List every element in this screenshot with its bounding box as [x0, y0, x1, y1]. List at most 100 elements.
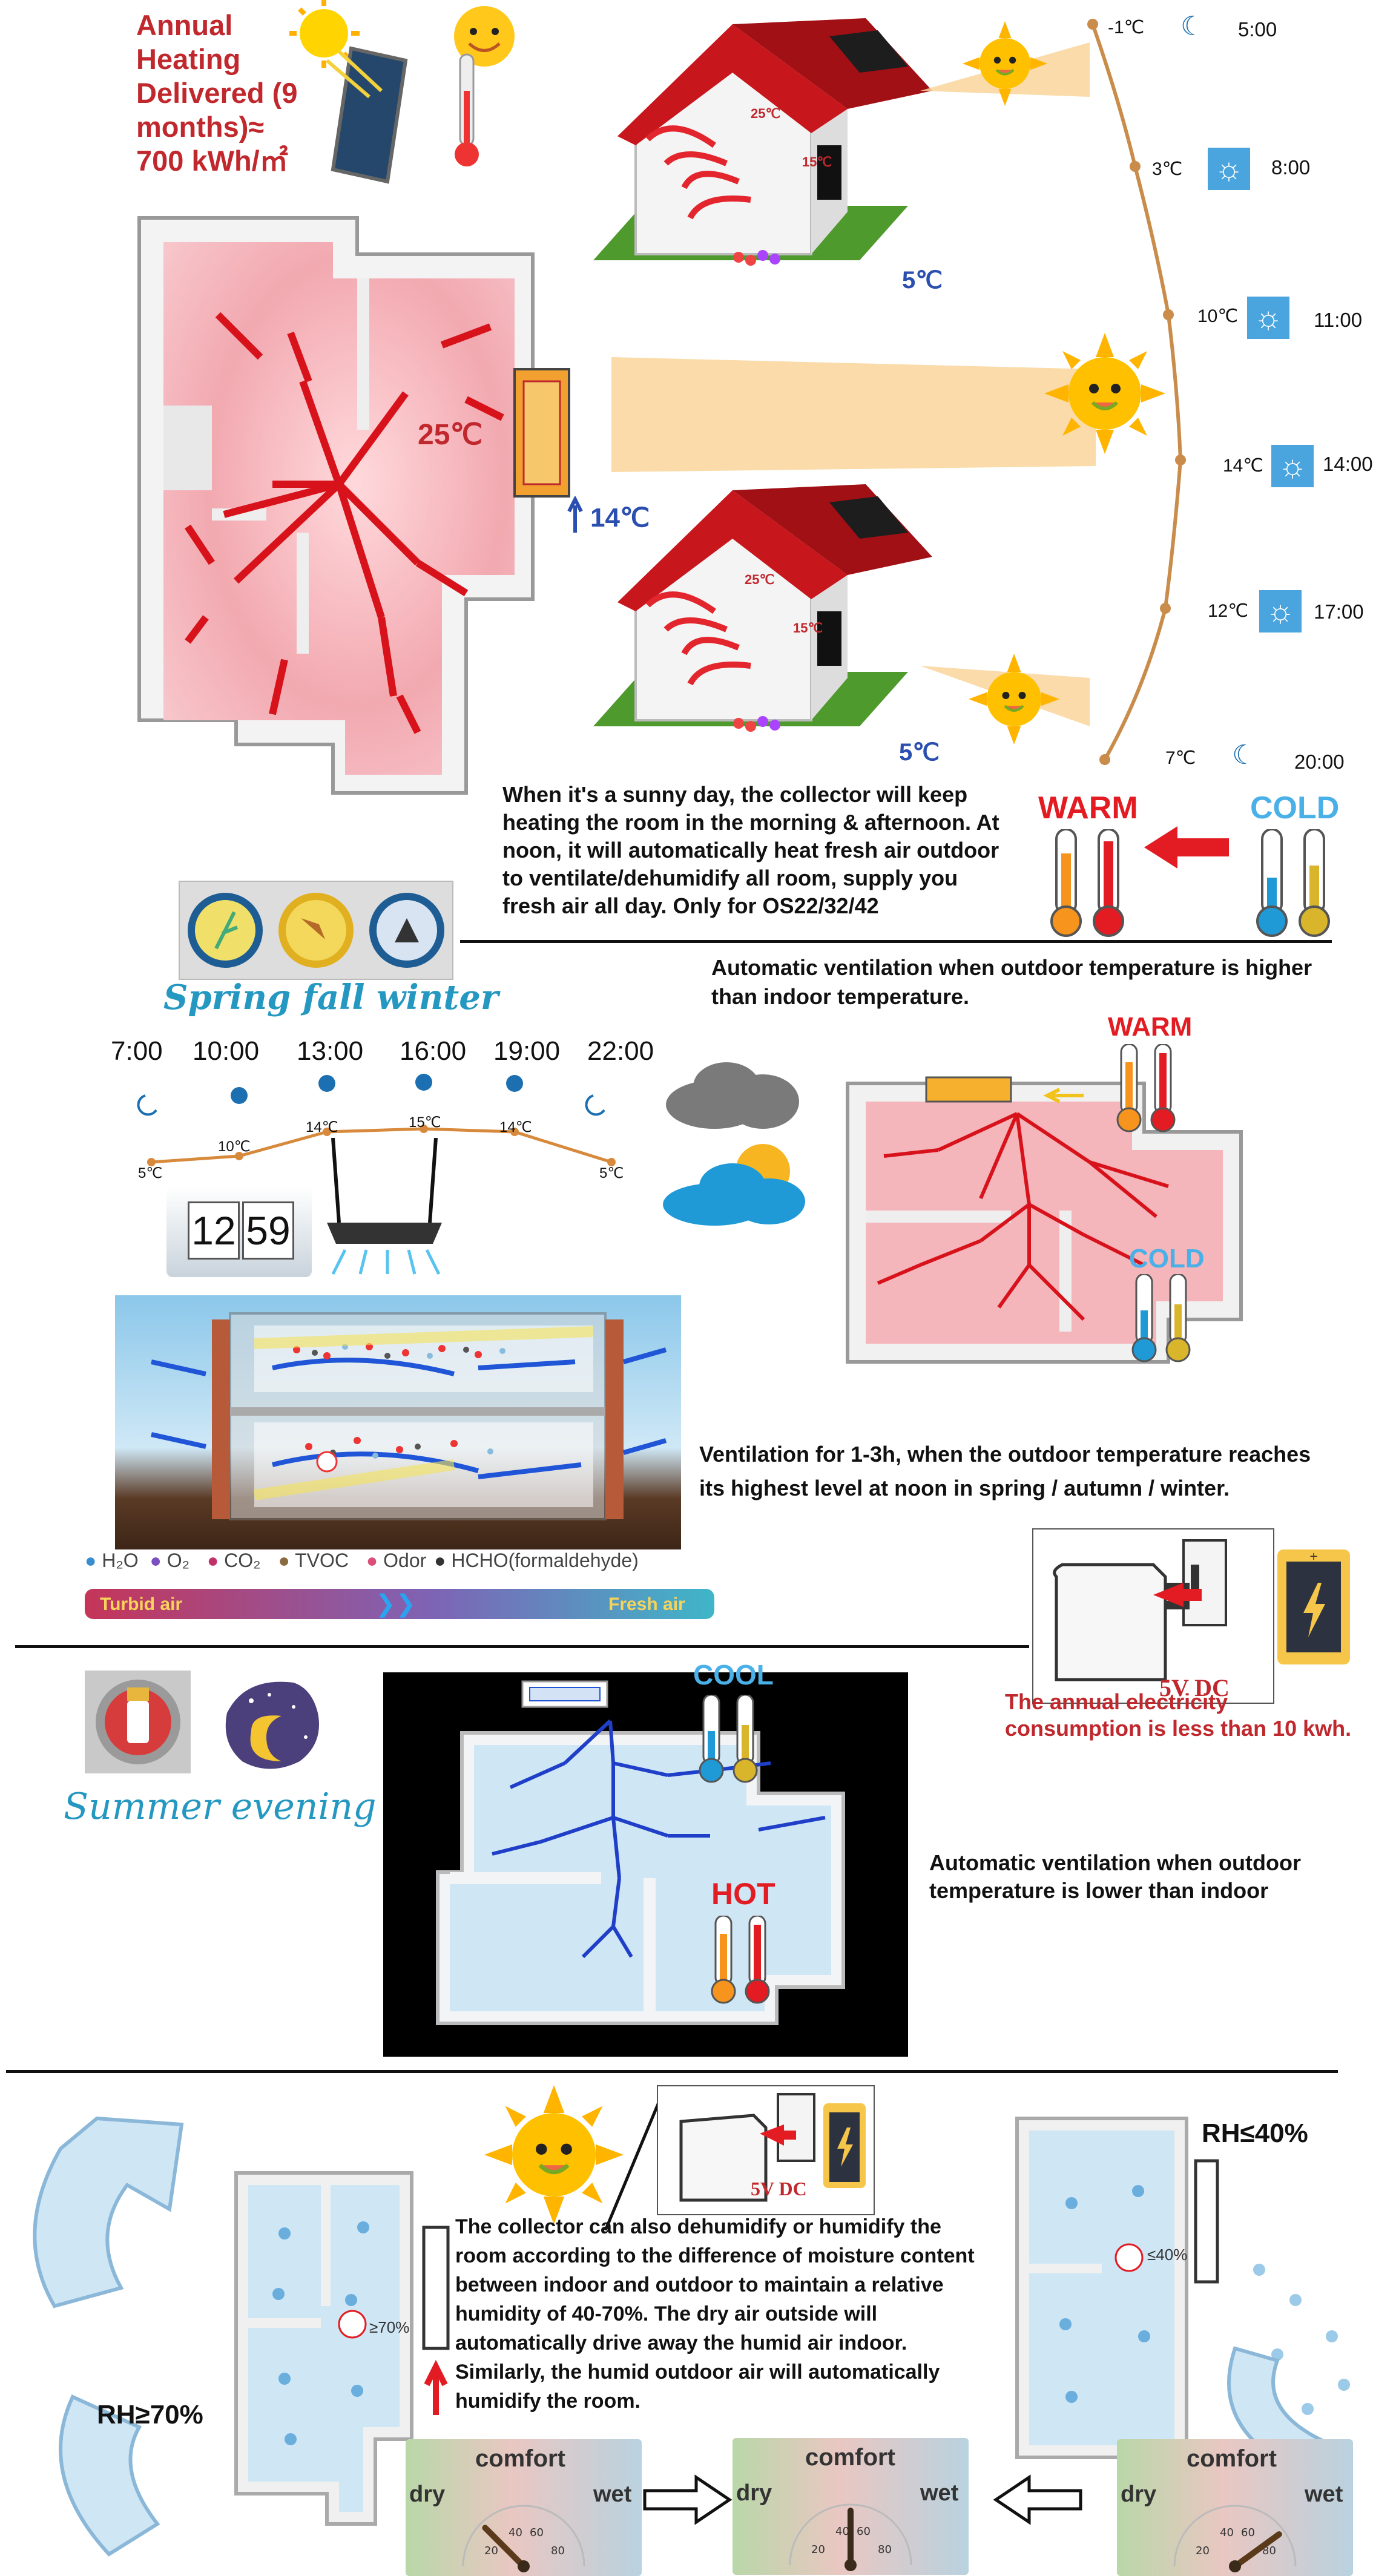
battery-icon: +	[1277, 1549, 1350, 1664]
clock-minute: 59	[242, 1201, 294, 1260]
charger-plug-icon-2	[657, 2085, 875, 2215]
divider-3	[6, 2070, 1338, 2073]
house-bottom-temp-low: 15℃	[793, 620, 823, 636]
cool-label: COOL	[693, 1659, 774, 1690]
house-top-outdoor-temp: 5℃	[902, 267, 943, 294]
curve-temp: 10℃	[218, 1138, 251, 1155]
gauge-tick: 80	[878, 2543, 892, 2556]
divider-slash	[604, 2085, 668, 2230]
legend-item: TVOC	[295, 1549, 349, 1571]
sun-icon: ☼	[1247, 297, 1289, 339]
gauge-title: comfort	[475, 2445, 565, 2472]
gauge-right: wet	[593, 2482, 632, 2507]
hcho-icon: ●	[434, 1549, 446, 1571]
humidity-description: The collector can also dehumidify or hum…	[455, 2215, 975, 2413]
flip-clock: 12 59	[166, 1186, 312, 1277]
time-label: 16:00	[400, 1036, 467, 1066]
gauge-title: comfort	[805, 2444, 895, 2471]
moon-icon: ☾	[1180, 12, 1205, 41]
sun-face-icon-top	[963, 21, 1047, 106]
sun-icon: ☼	[1271, 445, 1314, 487]
curve-temp: 5℃	[138, 1165, 163, 1181]
power-label: 5V DC	[1159, 1674, 1230, 1701]
floor-plan-humid	[33, 2116, 450, 2557]
legend-item: H₂O	[102, 1549, 139, 1571]
comfort-gauge-comfort: comfort dry wet 20 40 60 80	[733, 2438, 969, 2575]
timeline-temp: 12℃	[1208, 601, 1249, 621]
timeline-temp: 14℃	[1223, 456, 1264, 476]
blue-cloud-icon	[663, 1163, 805, 1226]
legend-item: CO₂	[224, 1549, 261, 1571]
time-label: 13:00	[297, 1036, 364, 1066]
warm-label: WARM	[1038, 790, 1138, 826]
divider-1	[460, 940, 1332, 943]
spring-fall-winter-icons	[188, 893, 444, 968]
cloud-sun-icons	[663, 1062, 805, 1226]
warm-label-2: WARM	[1108, 1012, 1193, 1042]
sun-panel-thermometer-icon	[289, 0, 515, 184]
gauge-tick: 20	[484, 2545, 498, 2557]
ventilation-duration-text: Ventilation for 1-3h, when the outdoor t…	[699, 1442, 1311, 1500]
gauge-tick: 80	[551, 2545, 565, 2557]
co2-icon: ●	[206, 1549, 219, 1571]
season-icons	[179, 881, 453, 980]
floor-plan-dry	[1015, 2117, 1350, 2466]
water-icon: ●	[85, 1549, 97, 1571]
inlet-temperature-label: 14℃	[590, 503, 650, 533]
svg-text:+: +	[1309, 1550, 1318, 1563]
house-top-temp-low: 15℃	[802, 154, 832, 169]
curve-temp: 14℃	[306, 1119, 338, 1135]
auto-ventilation-cool-text: Automatic ventilation when outdoor tempe…	[929, 1850, 1301, 1903]
charger-plug-icon	[1032, 1528, 1274, 1704]
time-label: 19:00	[493, 1036, 561, 1066]
house-top	[593, 18, 1090, 266]
gauge-tick: 60	[857, 2525, 871, 2538]
curve-temp: 14℃	[499, 1119, 532, 1135]
auto-ventilation-warm-text: Automatic ventilation when outdoor tempe…	[711, 955, 1312, 1009]
divider-2	[15, 1645, 1029, 1648]
turbid-air-label: Turbid air	[100, 1594, 183, 1614]
floor-plan-cooling	[383, 1672, 908, 2057]
arrow-left-outline-icon	[993, 2474, 1082, 2525]
timeline-time: 11:00	[1314, 309, 1363, 331]
odor-icon: ●	[366, 1549, 378, 1571]
gauge-left: dry	[736, 2480, 772, 2506]
arrow-right-outline-icon	[643, 2474, 733, 2525]
sun-icon: ☼	[1208, 148, 1250, 190]
gauge-tick: 20	[811, 2543, 825, 2556]
gauge-tick: 60	[1241, 2526, 1255, 2539]
house-top-temp-high: 25℃	[751, 106, 781, 121]
cold-label-2: COLD	[1129, 1244, 1205, 1273]
gauge-dial: 20 40 60 80	[789, 2503, 912, 2571]
humidity-badge-low: ≤40%	[1147, 2246, 1188, 2264]
timeline-temp: -1℃	[1108, 18, 1145, 38]
gauge-tick: 60	[530, 2526, 544, 2539]
gauge-tick: 40	[509, 2526, 522, 2539]
air-quality-legend: ● H₂O ● O₂ ● CO₂ ● TVOC ● Odor ● HCHO(fo…	[85, 1549, 726, 1586]
gauge-tick: 40	[1220, 2526, 1234, 2539]
tvoc-icon: ●	[278, 1549, 290, 1571]
sun-face-icon-humidity	[484, 2085, 624, 2224]
day-temperature-curve-2	[137, 1074, 616, 1166]
power-label-2: 5V DC	[751, 2178, 807, 2200]
timeline-temp: 3℃	[1152, 159, 1183, 179]
hot-label: HOT	[711, 1877, 775, 1911]
gauge-dial: 20 40 60 80	[1173, 2505, 1297, 2572]
curve-temp: 5℃	[599, 1165, 624, 1181]
red-arrow-left-icon	[1144, 826, 1229, 869]
gauge-dial: 20 40 60 80	[462, 2505, 585, 2572]
timeline-time: 14:00	[1323, 453, 1373, 475]
hot-thermometer-icon	[711, 1916, 770, 2004]
floor-plan-warm	[846, 1076, 1243, 1364]
collector-fan-device-icon	[327, 1138, 442, 1275]
air-quality-gradient-bar	[85, 1589, 714, 1619]
rh-high-label: RH≥70%	[97, 2400, 203, 2430]
sun-icon: ☼	[1259, 590, 1302, 632]
curve-temp: 15℃	[409, 1114, 441, 1131]
sun-face-icon-bottom	[969, 654, 1059, 744]
timeline-time: 8:00	[1271, 156, 1311, 179]
time-label: 22:00	[587, 1036, 654, 1066]
gauge-tick: 20	[1196, 2545, 1210, 2557]
gauge-tick: 40	[835, 2525, 849, 2538]
cooling-plan-svg	[436, 1680, 845, 2025]
